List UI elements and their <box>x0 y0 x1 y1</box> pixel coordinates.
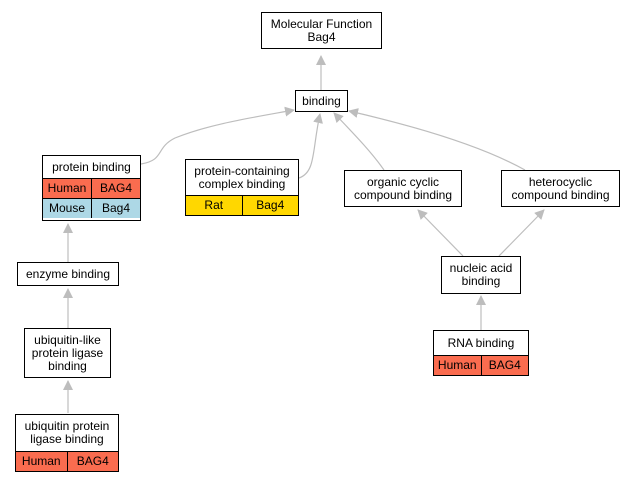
gene-cell: BAG4 <box>480 356 528 375</box>
species-cell: Human <box>16 452 67 471</box>
node-title: protein binding <box>52 159 131 174</box>
node-ubiquitin-like-protein-ligase-binding[interactable]: ubiquitin-like protein ligase binding <box>24 328 111 378</box>
node-organic-cyclic-compound-binding[interactable]: organic cyclic compound binding <box>344 170 462 207</box>
annotation-row: Rat Bag4 <box>186 195 298 215</box>
annotation-row: Human BAG4 <box>43 178 140 198</box>
edge-organic-cyclic-to-binding <box>333 112 385 171</box>
node-ubiquitin-protein-ligase-binding[interactable]: ubiquitin protein ligase binding Human B… <box>15 414 119 472</box>
annotation-row: Human BAG4 <box>434 355 528 375</box>
node-molecular-function[interactable]: Molecular Function Bag4 <box>261 12 382 49</box>
node-title: Molecular Function Bag4 <box>270 16 373 44</box>
edge-heterocyclic-to-binding <box>348 108 526 171</box>
node-title: ubiquitin-like protein ligase binding <box>31 332 104 373</box>
node-title: heterocyclic compound binding <box>511 174 610 202</box>
node-heterocyclic-compound-binding[interactable]: heterocyclic compound binding <box>501 170 620 207</box>
gene-cell: Bag4 <box>241 196 298 215</box>
edge-complex-binding-to-binding <box>298 113 323 179</box>
node-title: binding <box>302 93 341 108</box>
node-nucleic-acid-binding[interactable]: nucleic acid binding <box>441 256 521 294</box>
edge-nucleic-to-organic-cyclic <box>417 209 464 257</box>
species-cell: Human <box>434 356 481 375</box>
species-cell: Human <box>43 179 91 198</box>
species-cell: Mouse <box>43 199 91 218</box>
node-title: RNA binding <box>447 335 515 350</box>
edge-nucleic-to-heterocyclic <box>498 209 545 257</box>
node-protein-binding[interactable]: protein binding Human BAG4 Mouse Bag4 <box>42 155 141 221</box>
node-title: ubiquitin protein ligase binding <box>24 419 110 446</box>
annotation-row: Mouse Bag4 <box>43 198 140 218</box>
node-binding[interactable]: binding <box>295 90 348 112</box>
species-cell: Rat <box>186 196 242 215</box>
annotation-row: Human BAG4 <box>16 451 118 471</box>
node-title: organic cyclic compound binding <box>353 174 453 202</box>
gene-cell: BAG4 <box>91 179 140 198</box>
node-protein-containing-complex-binding[interactable]: protein-containing complex binding Rat B… <box>185 159 299 216</box>
node-title: nucleic acid binding <box>449 261 513 288</box>
edge-protein-binding-to-binding <box>140 106 295 165</box>
gene-cell: BAG4 <box>66 452 118 471</box>
gene-cell: Bag4 <box>91 199 140 218</box>
node-title: enzyme binding <box>25 266 111 281</box>
node-rna-binding[interactable]: RNA binding Human BAG4 <box>433 330 529 376</box>
node-title: protein-containing complex binding <box>194 163 290 191</box>
node-enzyme-binding[interactable]: enzyme binding <box>17 262 119 286</box>
